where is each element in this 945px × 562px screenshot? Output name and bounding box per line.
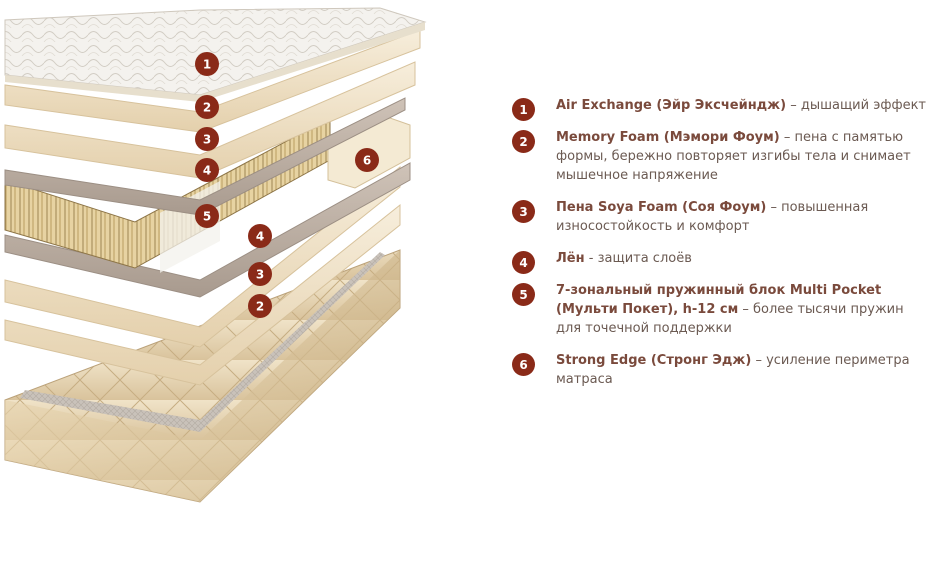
layer-bottom-linen <box>4 162 411 298</box>
legend-description: – более тысячи пружин для точечной подде… <box>556 302 904 336</box>
legend-description: – пена с памятью формы, бережно повторяе… <box>556 130 911 183</box>
layer-marker-label: 2 <box>203 101 211 115</box>
legend-title: 7-зональный пружинный блок Multi Pocket … <box>556 283 882 317</box>
layer-marker-4: 4 <box>195 158 219 182</box>
layers-legend: 1 Air Exchange (Эйр Эксчейндж) – дышащий… <box>510 96 930 402</box>
legend-text: Air Exchange (Эйр Эксчейндж) – дышащий э… <box>556 96 930 115</box>
legend-item-1: 1 Air Exchange (Эйр Эксчейндж) – дышащий… <box>510 96 930 121</box>
legend-description: - защита слоёв <box>584 251 692 266</box>
legend-number-badge: 2 <box>512 130 535 153</box>
legend-title: Лён <box>556 251 585 266</box>
legend-text: Strong Edge (Стронг Эдж) – усиление пери… <box>556 351 930 389</box>
layer-bottom-soya-foam <box>4 165 401 348</box>
layer-bottom-memory-foam <box>4 203 401 386</box>
legend-description: – усиление периметра матраса <box>556 353 910 387</box>
legend-number-badge: 4 <box>512 251 535 274</box>
legend-item-3: 3 Пена Soya Foam (Соя Фоум) – повышенная… <box>510 198 930 236</box>
legend-item-6: 6 Strong Edge (Стронг Эдж) – усиление пе… <box>510 351 930 389</box>
legend-text: Memory Foam (Мэмори Фоум) – пена с памят… <box>556 128 930 185</box>
layer-marker-2-bottom: 2 <box>248 294 272 318</box>
legend-title: Пена Soya Foam (Соя Фоум) <box>556 200 767 215</box>
legend-number-badge: 6 <box>512 353 535 376</box>
layer-marker-3: 3 <box>195 127 219 151</box>
layer-top-linen <box>4 97 406 216</box>
layer-marker-label: 2 <box>256 300 264 314</box>
layer-marker-label: 5 <box>203 210 211 224</box>
layer-marker-4-bottom: 4 <box>248 224 272 248</box>
layer-marker-label: 4 <box>203 164 211 178</box>
legend-number-badge: 3 <box>512 200 535 223</box>
legend-title: Memory Foam (Мэмори Фоум) <box>556 130 780 145</box>
layer-marker-3-bottom: 3 <box>248 262 272 286</box>
legend-text: 7-зональный пружинный блок Multi Pocket … <box>556 281 930 338</box>
legend-title: Strong Edge (Стронг Эдж) <box>556 353 752 368</box>
legend-number-badge: 1 <box>512 98 535 121</box>
quilted-cover <box>4 7 427 102</box>
layer-marker-1: 1 <box>195 52 219 76</box>
legend-item-2: 2 Memory Foam (Мэмори Фоум) – пена с пам… <box>510 128 930 185</box>
legend-item-4: 4 Лён - защита слоёв <box>510 249 930 274</box>
layer-marker-label: 6 <box>363 154 371 168</box>
layer-marker-2: 2 <box>195 95 219 119</box>
mattress-layers-illustration: 1 2 3 4 5 6 4 3 2 <box>4 7 427 503</box>
legend-text: Пена Soya Foam (Соя Фоум) – повышенная и… <box>556 198 930 236</box>
legend-item-5: 5 7-зональный пружинный блок Multi Pocke… <box>510 281 930 338</box>
legend-number-badge: 5 <box>512 283 535 306</box>
layer-top-soya-foam <box>4 61 416 179</box>
layer-marker-label: 3 <box>203 133 211 147</box>
layer-marker-label: 4 <box>256 230 264 244</box>
layer-marker-6: 6 <box>355 148 379 172</box>
layer-marker-label: 1 <box>203 58 211 72</box>
layer-marker-5: 5 <box>195 204 219 228</box>
legend-title: Air Exchange (Эйр Эксчейндж) <box>556 98 787 113</box>
legend-text: Лён - защита слоёв <box>556 249 930 268</box>
legend-description: – дышащий эффект <box>786 98 927 113</box>
layer-marker-label: 3 <box>256 268 264 282</box>
legend-description: – повышенная износостойкость и комфорт <box>556 200 869 234</box>
